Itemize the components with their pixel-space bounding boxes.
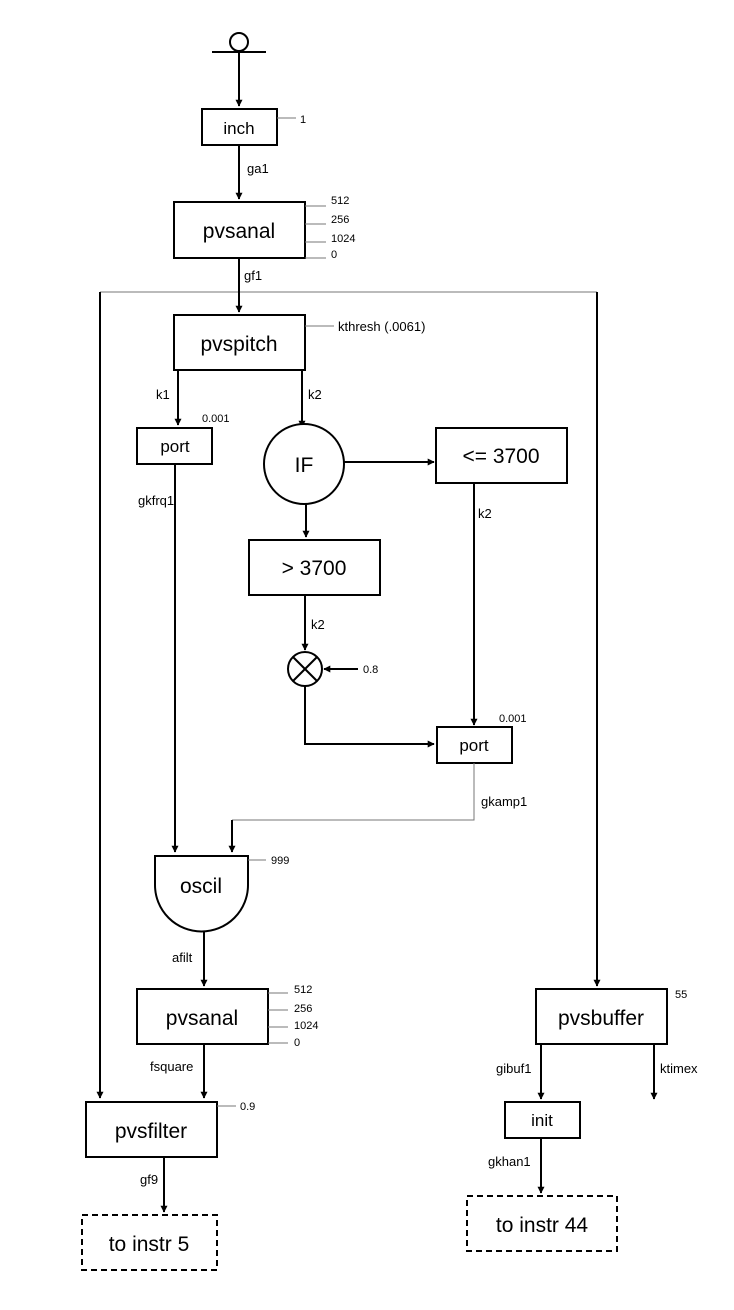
pvsanal-bottom-param-4: 0 xyxy=(294,1037,300,1049)
signal-gkhan1: gkhan1 xyxy=(488,1154,531,1169)
signal-ktimex: ktimex xyxy=(660,1061,698,1076)
signal-afilt: afilt xyxy=(172,950,193,965)
gt-3700-node: > 3700 xyxy=(248,539,381,596)
signal-ga1: ga1 xyxy=(247,161,269,176)
to-instr-5-node: to instr 5 xyxy=(81,1214,218,1271)
multiplier-param: 0.8 xyxy=(363,664,378,676)
if-node: IF xyxy=(263,423,345,505)
inch-param: 1 xyxy=(300,114,306,126)
pvspitch-param: kthresh (.0061) xyxy=(338,319,425,334)
signal-gkamp1: gkamp1 xyxy=(481,794,527,809)
pvsanal-bottom-label: pvsanal xyxy=(166,1007,238,1030)
inch-label: inch xyxy=(223,119,254,138)
signal-k2-le: k2 xyxy=(478,506,492,521)
to-instr-44-node: to instr 44 xyxy=(466,1195,618,1252)
pvsanal-top-param-1: 512 xyxy=(331,195,349,207)
signal-gkfrq1: gkfrq1 xyxy=(138,493,174,508)
oscil-node: oscil xyxy=(154,855,249,933)
port-left-label: port xyxy=(160,437,190,456)
port-left-node: port xyxy=(136,427,213,465)
pvsanal-top-label: pvsanal xyxy=(203,220,275,243)
pvsbuffer-param: 55 xyxy=(675,989,687,1001)
pvsfilter-label: pvsfilter xyxy=(115,1120,187,1143)
inch-node: inch xyxy=(201,108,278,146)
signal-fsquare: fsquare xyxy=(150,1059,193,1074)
pvsanal-top-param-3: 1024 xyxy=(331,233,355,245)
init-label: init xyxy=(531,1111,553,1130)
pvsbuffer-node: pvsbuffer xyxy=(535,988,668,1045)
to-instr-5-label: to instr 5 xyxy=(109,1233,190,1256)
port-right-param: 0.001 xyxy=(499,713,527,725)
signal-k2-gt: k2 xyxy=(311,617,325,632)
wire-gkamp1 xyxy=(232,763,475,821)
pvspitch-node: pvspitch xyxy=(173,314,306,371)
wire-multiplier-port xyxy=(304,686,435,748)
pvsanal-bottom-param-3: 1024 xyxy=(294,1020,318,1032)
pvsanal-top-param-4: 0 xyxy=(331,249,337,261)
pvsanal-top-node: pvsanal xyxy=(173,201,306,259)
signal-k1: k1 xyxy=(156,387,170,402)
pvsanal-bottom-param-1: 512 xyxy=(294,984,312,996)
le-3700-node: <= 3700 xyxy=(435,427,568,484)
pvsanal-bottom-node: pvsanal xyxy=(136,988,269,1045)
pvsfilter-node: pvsfilter xyxy=(85,1101,218,1158)
multiply-icon xyxy=(287,651,323,687)
signal-gf1: gf1 xyxy=(244,268,262,283)
le-3700-label: <= 3700 xyxy=(462,445,539,468)
pvsfilter-param: 0.9 xyxy=(240,1101,255,1113)
pvsanal-top-param-2: 256 xyxy=(331,214,349,226)
input-terminal-icon xyxy=(212,32,266,53)
pvsbuffer-label: pvsbuffer xyxy=(558,1007,644,1030)
port-right-label: port xyxy=(459,736,489,755)
gt-3700-label: > 3700 xyxy=(282,557,347,580)
signal-gibuf1: gibuf1 xyxy=(496,1061,531,1076)
port-left-param: 0.001 xyxy=(202,413,230,425)
pvspitch-label: pvspitch xyxy=(200,333,277,356)
if-label: IF xyxy=(295,454,314,477)
pvsanal-bottom-param-2: 256 xyxy=(294,1003,312,1015)
port-right-node: port xyxy=(436,726,513,764)
signal-gf9: gf9 xyxy=(140,1172,158,1187)
signal-k2-pitch: k2 xyxy=(308,387,322,402)
oscil-label: oscil xyxy=(180,875,222,898)
init-node: init xyxy=(504,1101,581,1139)
oscil-param: 999 xyxy=(271,855,289,867)
to-instr-44-label: to instr 44 xyxy=(496,1214,589,1237)
